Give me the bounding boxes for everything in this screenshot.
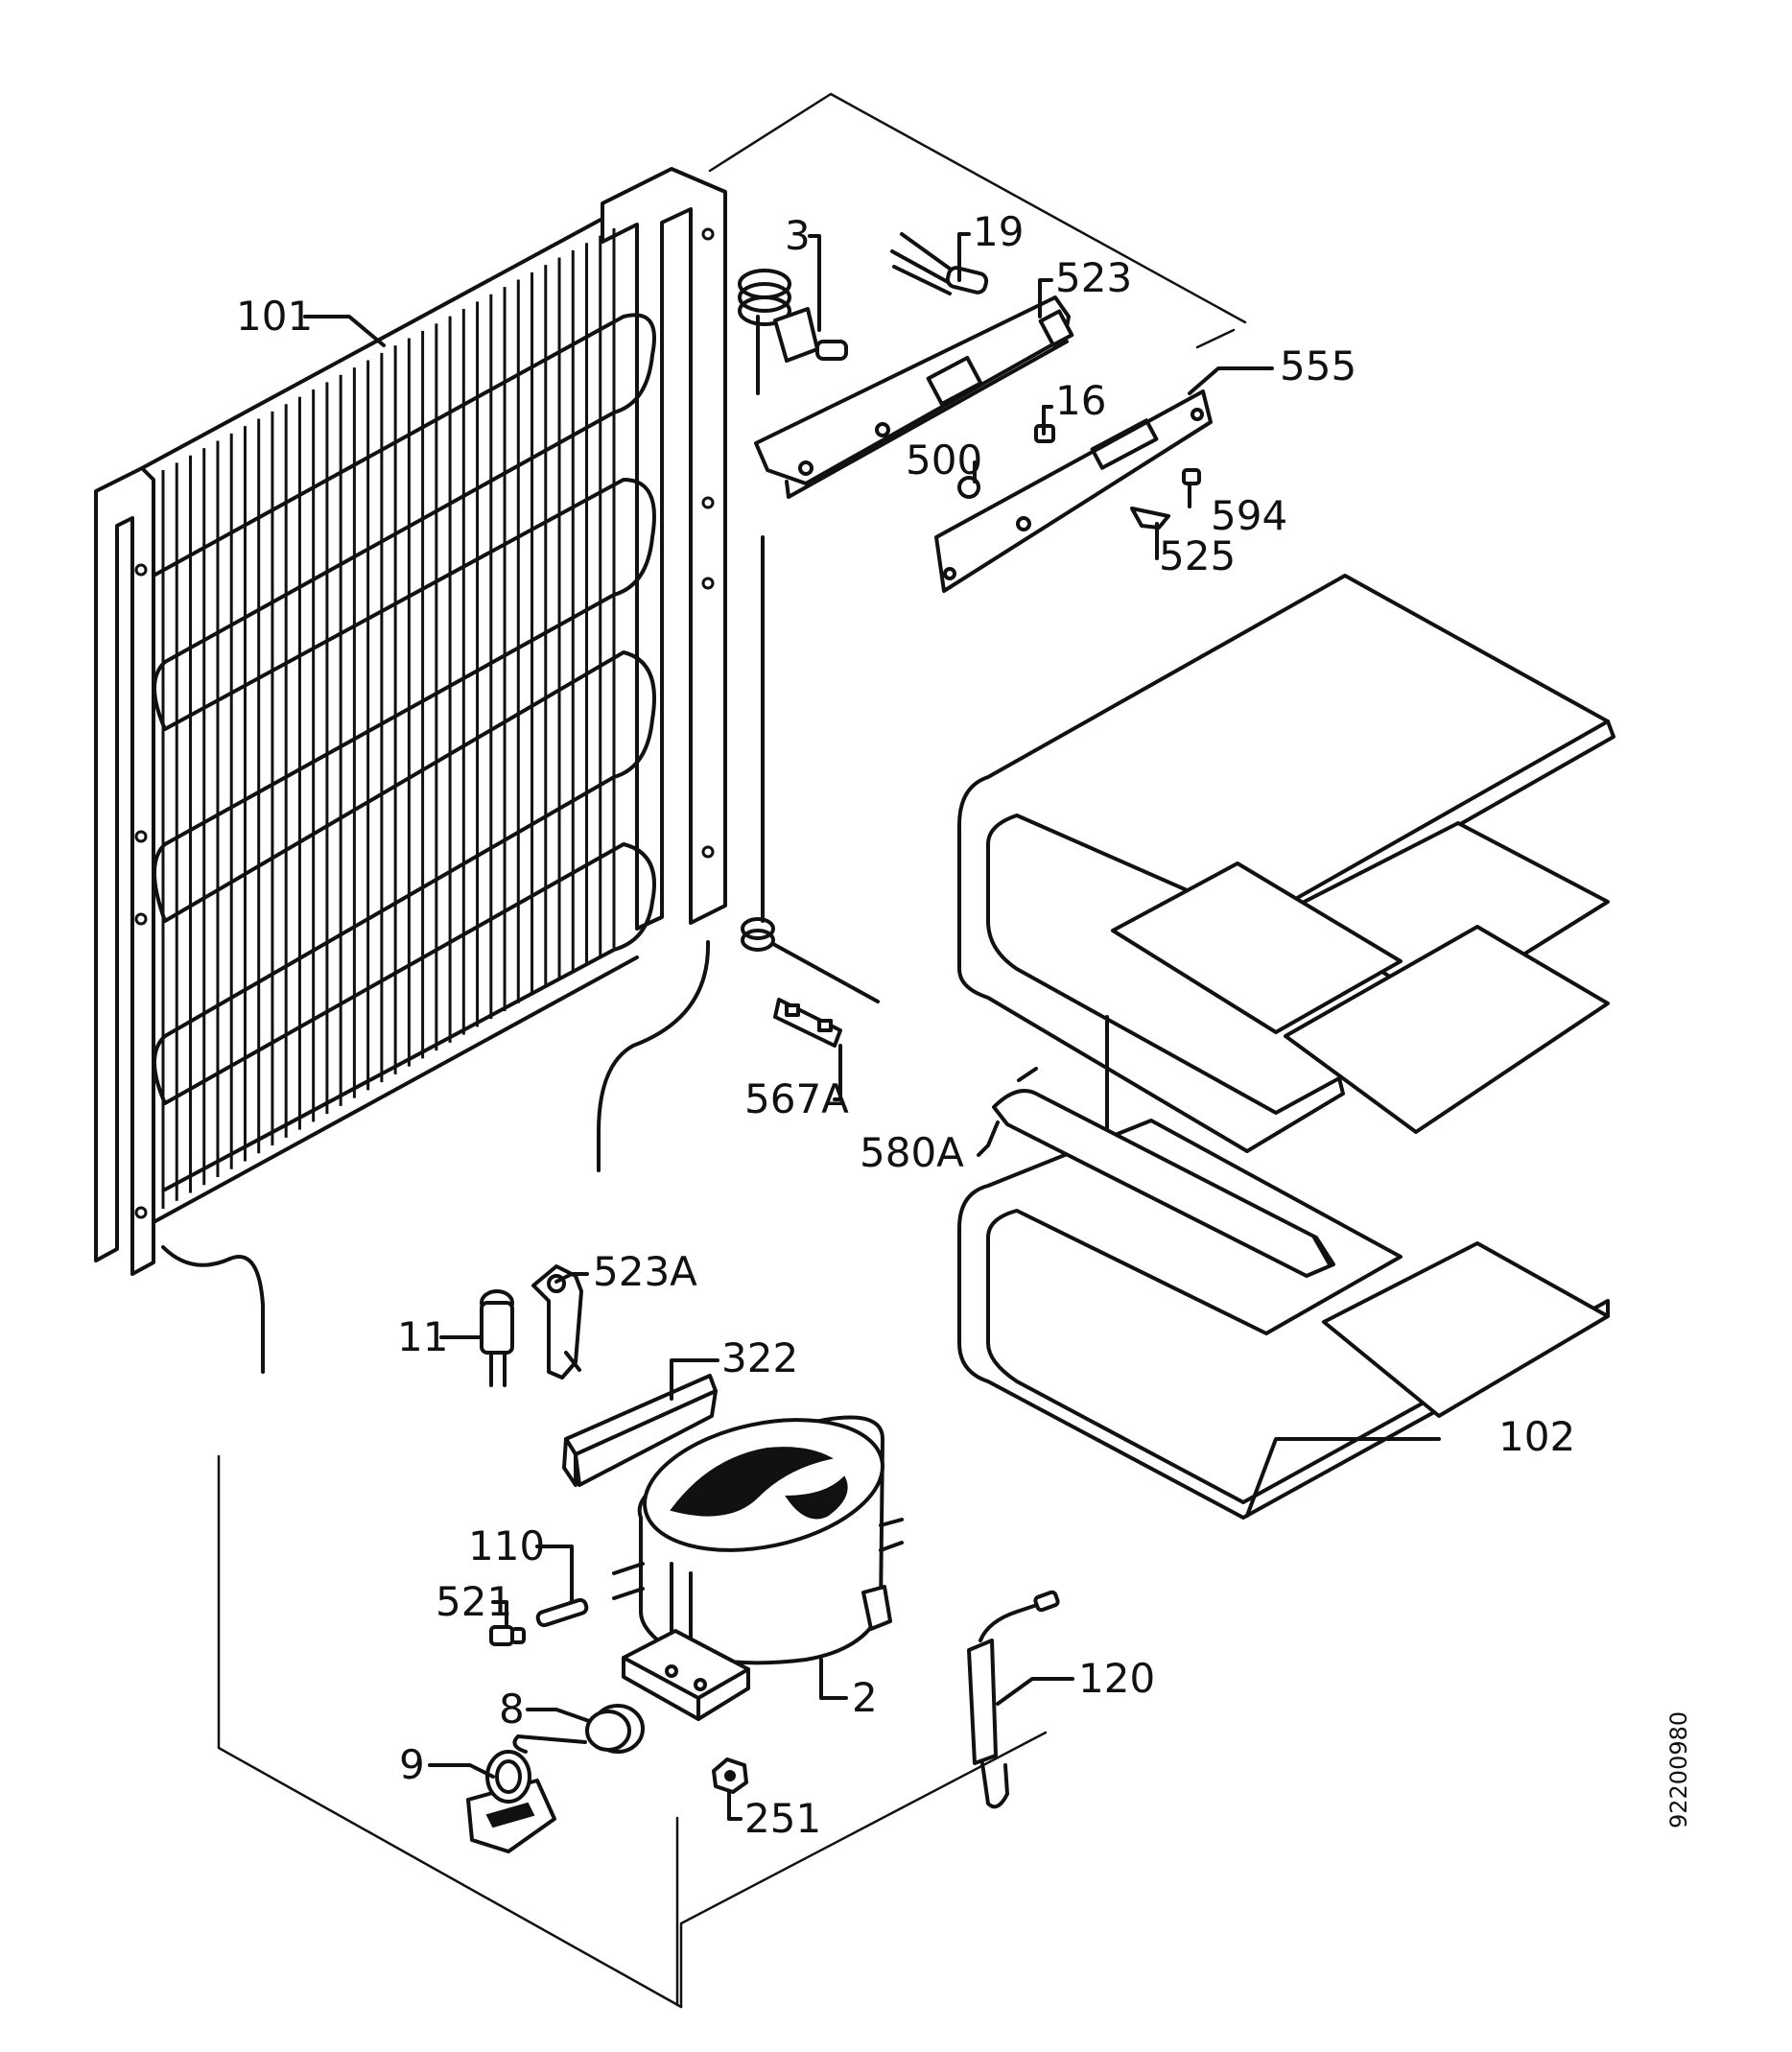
label-3: 3	[785, 212, 811, 259]
control-panel	[934, 389, 1213, 593]
label-523: 523	[1055, 254, 1132, 301]
label-594: 594	[1211, 492, 1287, 539]
label-16: 16	[1055, 377, 1106, 424]
shelf-assembly	[957, 574, 1615, 1520]
label-11: 11	[397, 1313, 448, 1360]
label-101: 101	[236, 293, 313, 340]
relay-and-bracket	[480, 1264, 583, 1387]
lamp	[890, 232, 989, 295]
label-110: 110	[468, 1522, 545, 1569]
label-102: 102	[1498, 1413, 1575, 1460]
label-8: 8	[499, 1686, 525, 1733]
label-9: 9	[399, 1741, 425, 1788]
label-322: 322	[721, 1334, 798, 1381]
nut	[712, 1757, 748, 1794]
label-2: 2	[852, 1674, 878, 1721]
thermal-protector	[512, 1704, 645, 1754]
pin-and-screw	[489, 1597, 589, 1646]
thermostat-bracket	[754, 295, 1074, 499]
small-parts	[773, 424, 1201, 1048]
label-19: 19	[973, 208, 1024, 255]
condenser	[94, 167, 727, 1374]
label-251: 251	[744, 1795, 821, 1842]
mounting-rail	[562, 1374, 718, 1487]
cabinet-outline	[217, 92, 1247, 2009]
filter-drier	[967, 1590, 1060, 1809]
label-120: 120	[1078, 1655, 1155, 1702]
label-500: 500	[906, 436, 982, 484]
drawing-code: 92200980	[1665, 1711, 1692, 1828]
label-555: 555	[1280, 342, 1356, 389]
compressor	[612, 1415, 904, 1721]
label-580A: 580A	[860, 1129, 964, 1176]
leader-lines	[303, 232, 1441, 1821]
label-523A: 523A	[593, 1248, 697, 1295]
label-521: 521	[436, 1578, 512, 1625]
starter-relay	[466, 1750, 556, 1853]
label-567A: 567A	[744, 1075, 849, 1122]
label-525: 525	[1159, 532, 1236, 579]
thermostat	[738, 269, 880, 1003]
part-labels: 101 3 19 523 555 16 500 594 525 567A 580…	[236, 208, 1692, 1842]
